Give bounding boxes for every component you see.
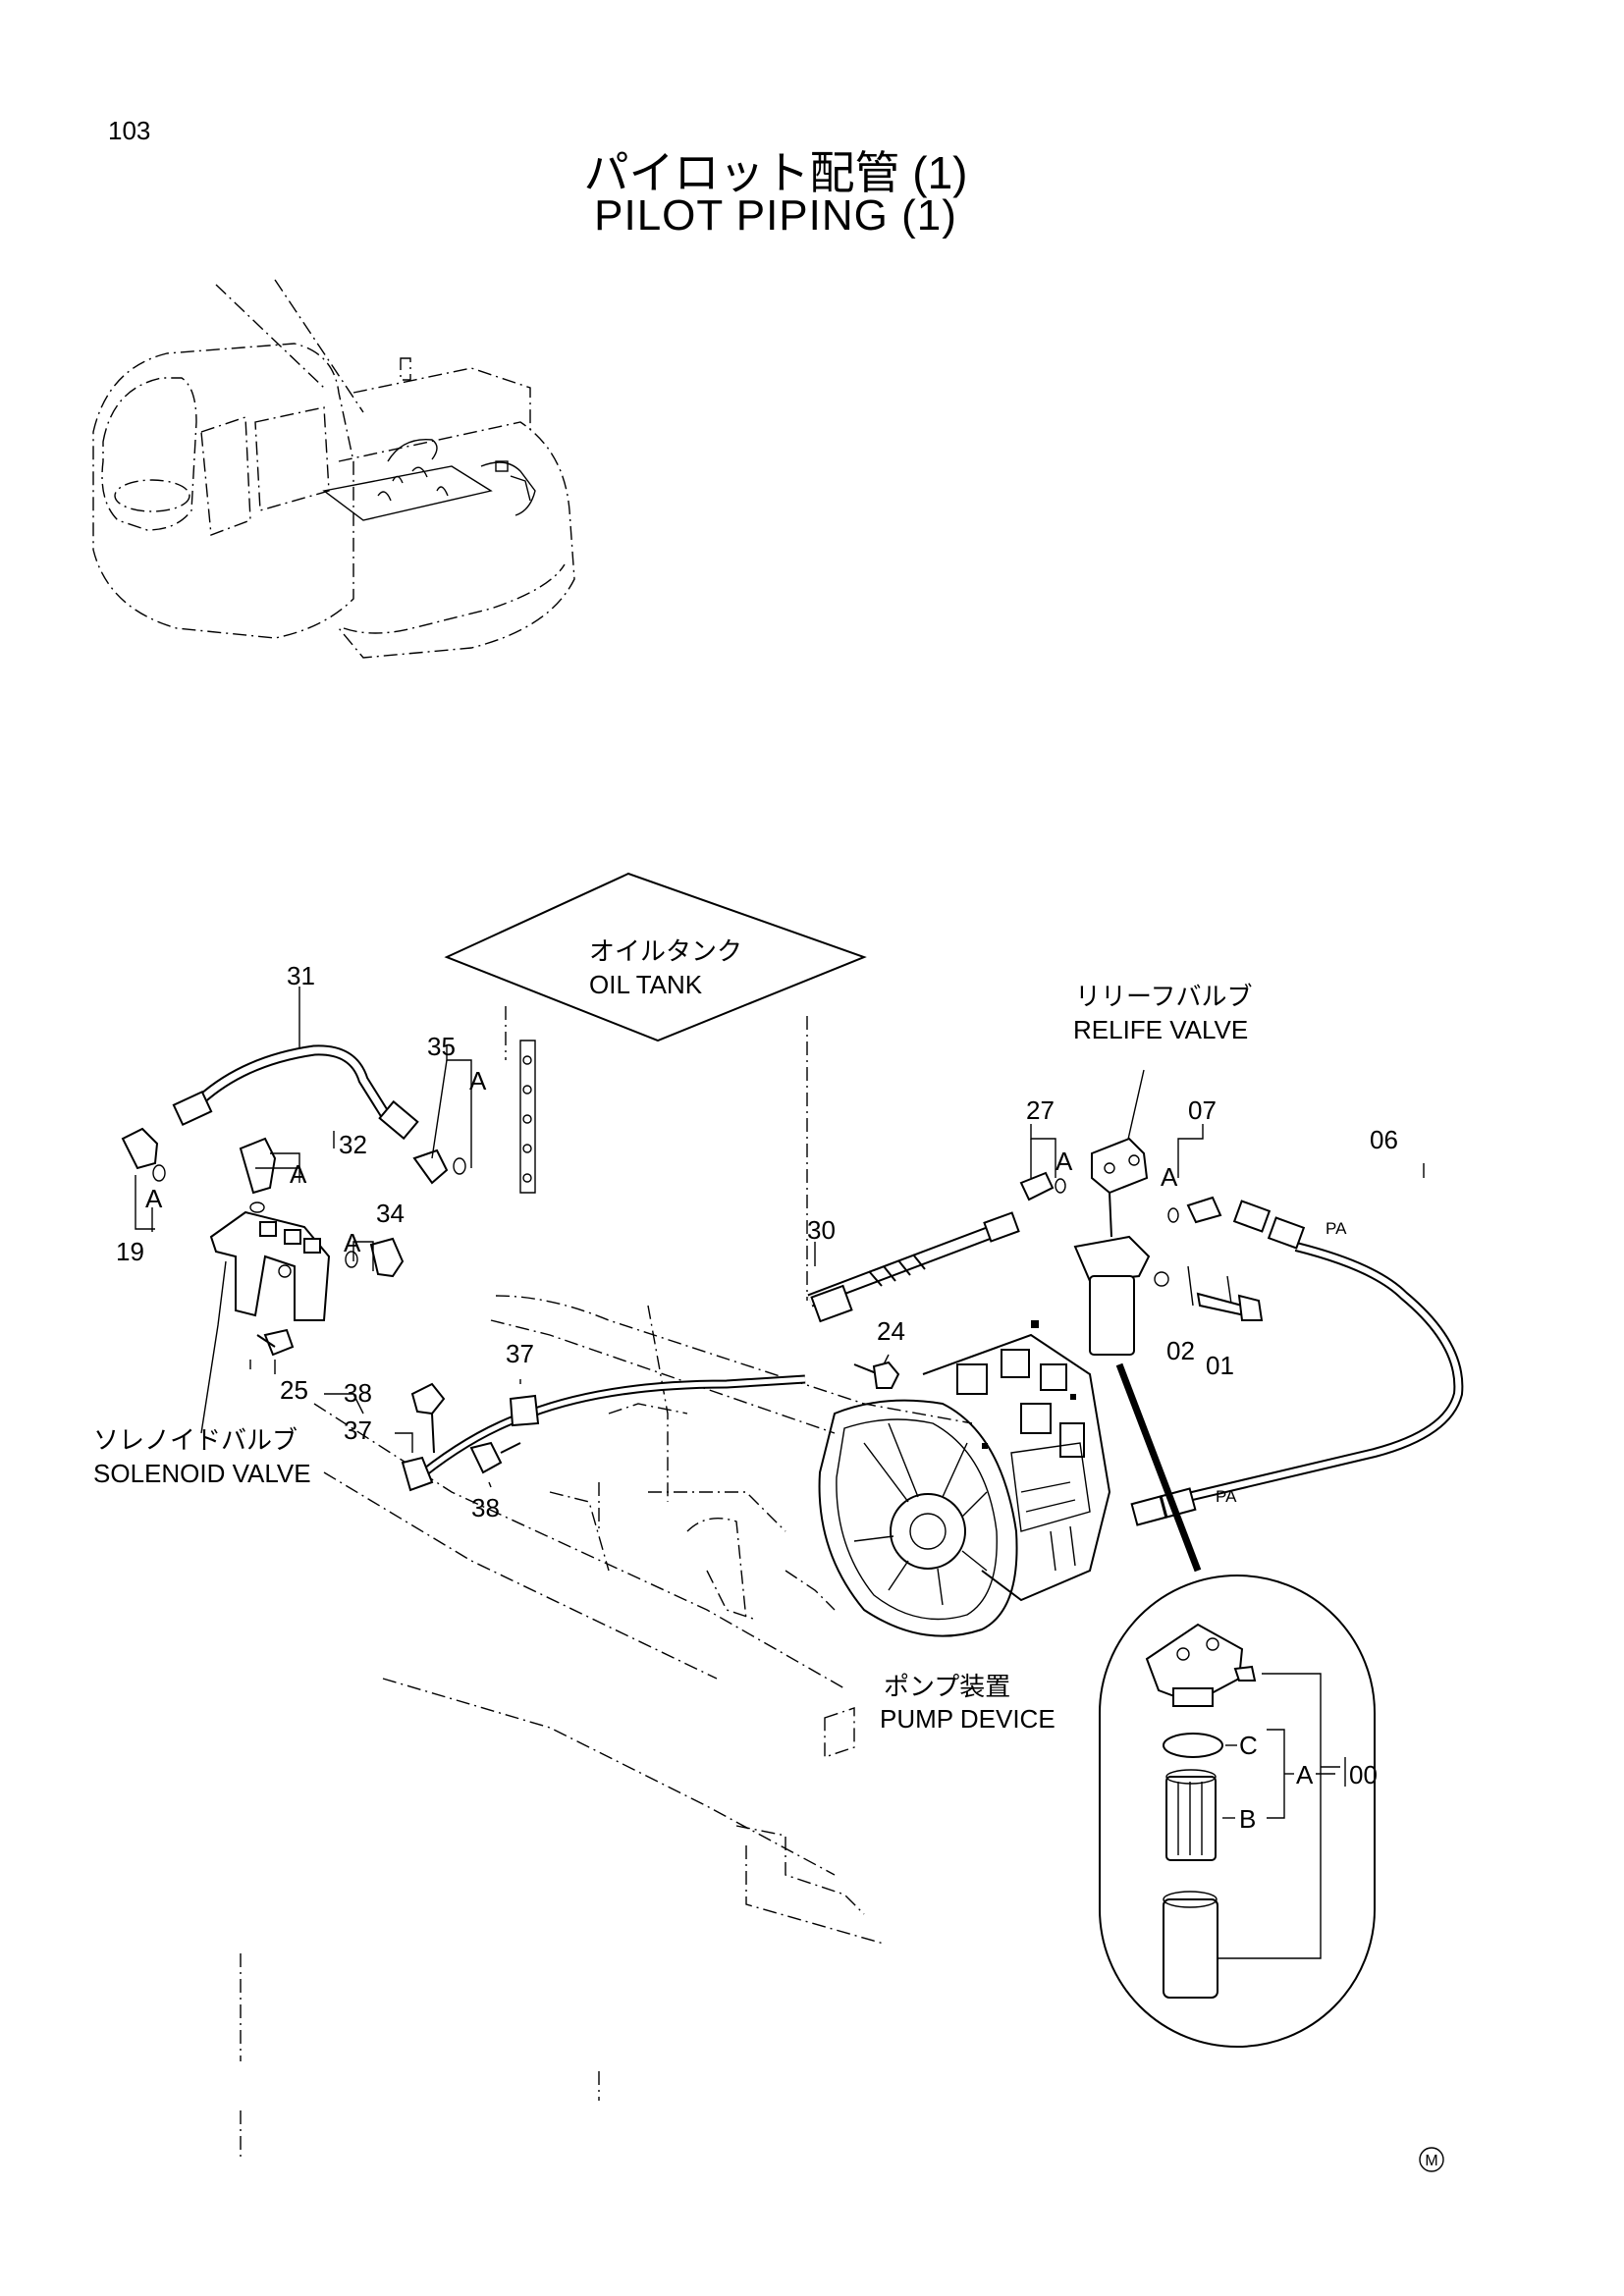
oil-tank-label-jp: オイルタンク bbox=[589, 936, 742, 966]
relief-valve-label-jp: リリーフバルブ bbox=[1075, 982, 1252, 1011]
solenoid-valve-icon bbox=[121, 1127, 466, 1357]
part-number-24: 24 bbox=[877, 1316, 905, 1346]
sub-letter-a-35: A bbox=[469, 1066, 487, 1095]
part-number-32: 32 bbox=[339, 1130, 367, 1159]
part-number-31: 31 bbox=[287, 961, 315, 990]
sub-letter-a-07: A bbox=[1161, 1162, 1178, 1192]
hose-30 bbox=[807, 1211, 1020, 1323]
sub-letter-a-32: A bbox=[290, 1159, 307, 1189]
mark-letter: M bbox=[1425, 2153, 1437, 2169]
part-number-34: 34 bbox=[376, 1199, 405, 1228]
sub-letter-a-34: A bbox=[344, 1228, 361, 1257]
frame-structure bbox=[240, 1295, 973, 2160]
sub-letter-a-27: A bbox=[1056, 1147, 1073, 1176]
pump-device-label-jp: ポンプ装置 bbox=[884, 1672, 1010, 1701]
solenoid-valve-label-jp: ソレノイドバルブ bbox=[93, 1425, 298, 1455]
filter-label-b: B bbox=[1239, 1804, 1256, 1834]
part-number-07: 07 bbox=[1188, 1095, 1217, 1125]
oil-tank-icon bbox=[444, 872, 867, 1301]
part-number-38-bottom: 38 bbox=[471, 1493, 500, 1522]
part-number-01: 01 bbox=[1206, 1351, 1234, 1380]
solenoid-valve-label-en: SOLENOID VALVE bbox=[93, 1459, 311, 1488]
filter-label-a: A bbox=[1296, 1760, 1314, 1789]
part-number-19: 19 bbox=[116, 1237, 144, 1266]
hose-37 bbox=[401, 1374, 806, 1492]
page-number: 103 bbox=[108, 116, 151, 145]
title-english: PILOT PIPING (1) bbox=[594, 191, 957, 240]
part-number-00: 00 bbox=[1349, 1760, 1378, 1789]
part-number-37-left: 37 bbox=[344, 1415, 372, 1445]
part-number-06: 06 bbox=[1370, 1125, 1398, 1154]
part-number-35: 35 bbox=[427, 1032, 456, 1061]
port-label-pa-top: PA bbox=[1326, 1219, 1347, 1238]
filter-detail-icon bbox=[1099, 1362, 1376, 2048]
part-number-27: 27 bbox=[1026, 1095, 1055, 1125]
relief-valve-icon bbox=[1019, 1137, 1264, 1356]
part-number-37-top: 37 bbox=[506, 1339, 534, 1368]
oil-tank-label-en: OIL TANK bbox=[589, 970, 703, 999]
sub-letter-a-19: A bbox=[145, 1184, 163, 1213]
filter-label-c: C bbox=[1239, 1731, 1258, 1760]
hose-06 bbox=[1130, 1200, 1464, 1526]
part-number-25: 25 bbox=[280, 1375, 308, 1405]
part-number-02: 02 bbox=[1166, 1336, 1195, 1365]
excavator-overview-icon bbox=[92, 279, 575, 659]
port-label-pa-bottom: PA bbox=[1216, 1487, 1237, 1506]
part-number-38-left: 38 bbox=[344, 1378, 372, 1408]
pump-device-label-en: PUMP DEVICE bbox=[880, 1704, 1056, 1734]
leader-lines bbox=[135, 987, 1425, 1488]
bolt-24 bbox=[853, 1361, 900, 1389]
part-number-30: 30 bbox=[807, 1215, 836, 1245]
pump-device-icon bbox=[818, 1320, 1111, 1637]
hose-31 bbox=[172, 1044, 419, 1141]
relief-valve-label-en: RELIFE VALVE bbox=[1073, 1015, 1248, 1044]
manufacturer-mark: M bbox=[1419, 2147, 1444, 2172]
title-japanese: パイロット配管 (1) bbox=[583, 147, 968, 198]
